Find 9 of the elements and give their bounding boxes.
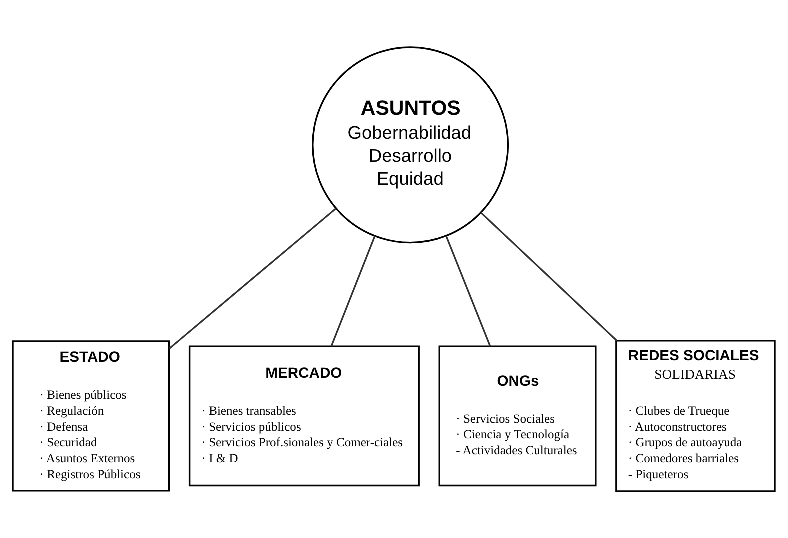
connector [169,208,336,349]
node-box: ESTADO · Bienes públicos · Regulación · Defensa · Securidad · Asuntos Externos · Registros Públicos [12,340,170,492]
node-box: ONGs · Servicios Sociales · Ciencia y Tecnología - Actividades Culturales [438,345,597,486]
connector [480,212,618,341]
connector [446,235,492,346]
node-box: REDES SOCIALES SOLIDARIAS · Clubes de Trueque · Autoconstructores · Grupos de autoayuda · Comedores barriales - Piqueteros [616,340,776,492]
node-circle: ASUNTOS Gobernabilidad Desarrollo Equidad [312,46,510,244]
node-box: MERCADO · Bienes transables · Servicios públicos · Servicios Prof.sionales y Comer-ciales · I & D [188,345,420,486]
connector [330,235,376,346]
